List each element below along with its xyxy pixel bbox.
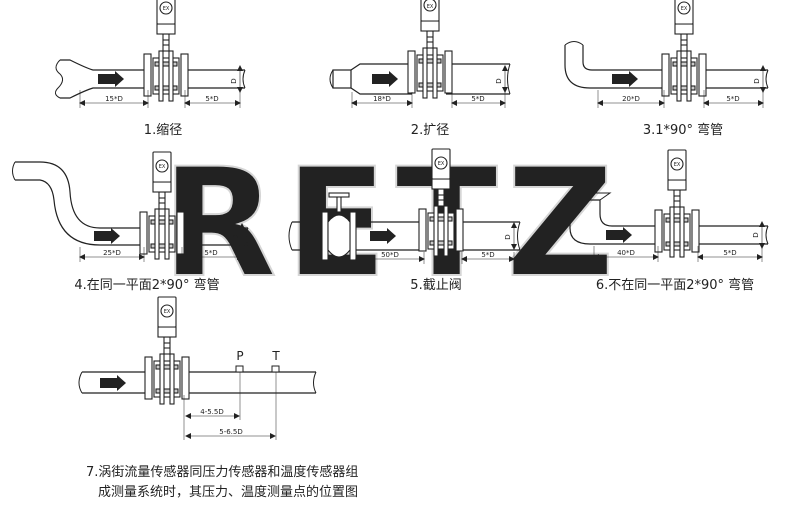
dim-d: D xyxy=(495,78,503,83)
downstream-length: 5*D xyxy=(471,95,484,103)
vortex-meter xyxy=(661,0,707,102)
flow-arrow xyxy=(98,71,124,87)
diagram-4-double-elbow: EX D 25*D 5*D 4.在同一平面2*90° 弯管 xyxy=(12,151,249,293)
vortex-meter xyxy=(407,0,453,99)
downstream-length: 5*D xyxy=(481,251,494,259)
dim-d: D xyxy=(230,78,238,83)
pipe-elbow xyxy=(564,45,666,89)
watermark: RETZ xyxy=(161,137,622,311)
flow-arrow xyxy=(370,228,396,244)
dim-d: D xyxy=(753,78,761,83)
vortex-meter xyxy=(143,0,189,102)
diagram-7-sensor-points: EX P T 4-5.5D 5-6.5D 7.涡街流量传感器同压力传感器和温度传… xyxy=(78,296,358,500)
pressure-tap xyxy=(235,365,244,373)
temperature-tap xyxy=(271,365,280,373)
caption-line-1: 7.涡街流量传感器同压力传感器和温度传感器组 xyxy=(86,464,358,480)
dim-d: D xyxy=(232,234,240,239)
pipe-double-elbow-3d xyxy=(569,199,660,245)
caption-line-2: 成测量系统时，其压力、温度测量点的位置图 xyxy=(98,484,358,500)
diagram-caption: 1.缩径 xyxy=(144,122,182,138)
pipe-expander xyxy=(350,63,412,95)
dim-d: D xyxy=(752,232,760,237)
diagram-1-reducer: EX D 15*D 5*D 1.缩径 xyxy=(54,0,246,138)
diagram-caption: 5.截止阀 xyxy=(410,278,461,293)
meter-badge: EX xyxy=(681,6,688,12)
diagram-2-expander: EX D 18*D 5*D 2.扩径 xyxy=(329,0,511,138)
downstream-length: 5*D xyxy=(723,249,736,257)
pipe-reducer xyxy=(60,59,150,99)
flow-arrow xyxy=(612,71,638,87)
meter-badge: EX xyxy=(674,162,681,168)
upstream-length: 40*D xyxy=(617,249,635,257)
upstream-length: 25*D xyxy=(103,249,121,257)
dim-d: D xyxy=(504,234,512,239)
temperature-distance: 5-6.5D xyxy=(219,428,243,436)
temperature-label: T xyxy=(271,349,280,363)
upstream-length: 15*D xyxy=(105,95,123,103)
flow-arrow xyxy=(100,375,126,391)
pipe-double-elbow xyxy=(15,161,145,246)
flow-arrow xyxy=(372,71,398,87)
downstream-length: 5*D xyxy=(726,95,739,103)
gate-valve xyxy=(321,192,357,261)
diagram-caption: 4.在同一平面2*90° 弯管 xyxy=(74,277,219,293)
diagram-caption: 2.扩径 xyxy=(411,123,449,138)
diagram-3-elbow: EX D 20*D 5*D 3.1*90° 弯管 xyxy=(564,0,769,138)
pressure-distance: 4-5.5D xyxy=(200,408,224,416)
flow-arrow xyxy=(606,227,632,243)
meter-badge: EX xyxy=(427,4,434,10)
diagram-6-double-elbow-3d: EX D 40*D 5*D 6.不在同一平面2*90° 弯管 xyxy=(569,149,769,293)
upstream-length: 50*D xyxy=(381,251,399,259)
meter-badge: EX xyxy=(438,161,445,167)
upstream-length: 18*D xyxy=(373,95,391,103)
diagram-caption: 6.不在同一平面2*90° 弯管 xyxy=(596,277,754,293)
meter-badge: EX xyxy=(159,164,166,170)
meter-badge: EX xyxy=(163,6,170,12)
downstream-length: 5*D xyxy=(205,95,218,103)
diagram-caption: 3.1*90° 弯管 xyxy=(643,122,723,138)
pressure-label: P xyxy=(236,349,243,363)
diagram-5-valve: EX D 50*D 5*D 5.截止阀 xyxy=(288,148,521,293)
meter-badge: EX xyxy=(164,309,171,315)
flow-arrow xyxy=(94,228,120,244)
upstream-length: 20*D xyxy=(622,95,640,103)
downstream-length: 5*D xyxy=(204,249,217,257)
